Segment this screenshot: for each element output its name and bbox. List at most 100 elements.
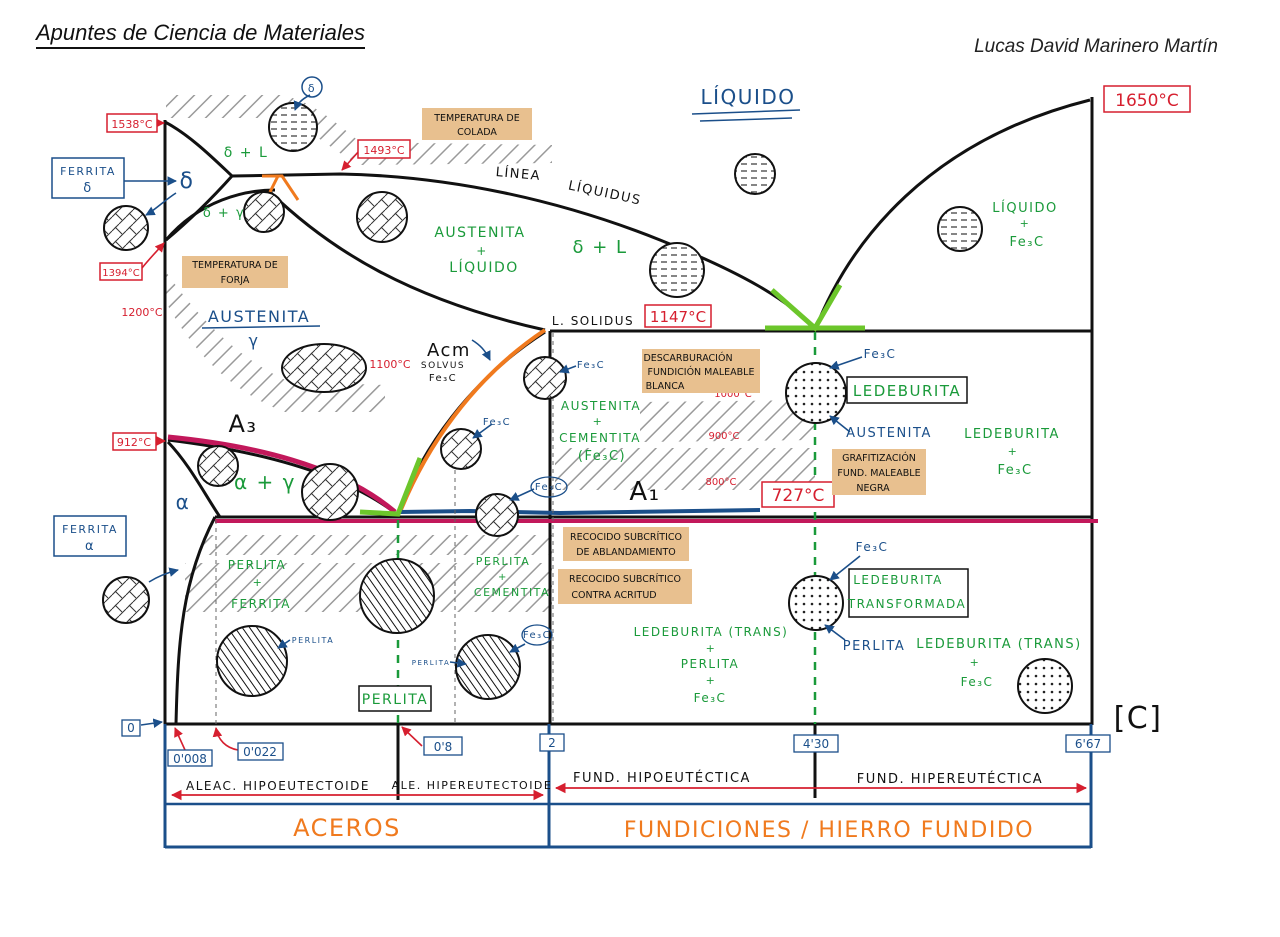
phase-ledtrans-perl-2: + [706,642,717,655]
label-l-solidus: L. SOLIDUS [552,314,634,328]
temperature-labels: 1538°C 1493°C 1394°C 1200°C 1147°C 1100°… [99,85,1191,508]
phase-ledtrans-perl-5: Fe₃C [694,691,727,705]
micro-acm [440,428,482,470]
phase-aus-cem-2: + [593,415,604,428]
tag-grafit-bg [832,449,926,495]
box-c2 [539,733,565,752]
micro-austenita [281,343,367,393]
box-727 [761,481,835,508]
tag-descarb-1: DESCARBURACIÓN [643,352,732,364]
line-liquidus-right [813,98,1091,331]
label-perlita-box: PERLITA [362,692,429,708]
micro-ferrita-delta [103,205,149,251]
phase-alpha-gamma: α + γ [234,470,296,494]
ledeburita-box [846,376,968,404]
arrow-0008 [174,727,186,751]
line-a3-left [166,440,222,518]
label-900: 900°C [708,431,739,442]
arrow-perlita-1 [277,639,291,649]
label-solvus-1: SOLVUS [421,361,465,371]
band-forja [166,272,385,412]
hatched-bands [166,95,815,612]
arrow-ledeb-fe3c [829,356,863,370]
phase-ledeb-fe3c-2: + [1008,445,1019,458]
arrow-fe3c-1 [559,364,577,374]
label-delta: δ [180,169,195,194]
blue-labels: LÍQUIDO δ AUSTENITA γ α Fe₃C Fe₃C Fe₃C F… [51,76,932,667]
label-hipoeutectoide: ALEAC. HIPOEUTECTOIDE [186,779,370,793]
arrow-fe3c-3 [509,488,535,501]
label-solvus-2: Fe₃C [429,373,457,384]
box-c0008 [167,749,213,767]
procedure-tags: TEMPERATURA DE COLADA TEMPERATURA DE FOR… [182,108,926,604]
phase-perl-ferr-3: FERRITA [231,597,291,611]
box-c430 [793,734,839,753]
ledeb-trans-box [848,568,969,618]
label-1650: 1650°C [1115,91,1179,111]
boxed-labels: LEDEBURITA LEDEBURITA TRANSFORMADA PERLI… [358,376,969,712]
band-1000 [640,400,815,442]
label-fe3c-5: Fe₃C [856,540,889,554]
classification-labels: ALEAC. HIPOEUTECTOIDE ALE. HIPEREUTECTOI… [186,770,1043,843]
tag-acritud-bg [558,569,692,604]
micro-delta-gamma [243,191,285,233]
phase-perl-ferr-1: PERLITA [228,558,287,572]
phase-perl-cem-3: CEMENTITA [474,586,550,599]
micro-perl-cem [455,634,521,700]
page-title: Apuntes de Ciencia de Materiales [36,20,365,49]
phase-liq-fe3c-2: + [1020,217,1031,230]
phase-aus-liq-1: AUSTENITA [434,225,525,241]
label-1147: 1147°C [650,308,706,326]
phase-ledtrans-fe3c-3: Fe₃C [961,675,994,689]
label-fe3c-1: Fe₃C [577,360,605,371]
micro-ferrita-alpha [102,576,150,624]
label-1538: 1538°C [111,118,152,131]
label-c0008: 0'008 [173,752,207,766]
phase-aus-cem-4: (Fe₃C) [578,449,626,464]
arrow-08 [401,726,423,747]
label-ferrita-delta-1: FERRITA [60,165,116,178]
tag-colada-2: COLADA [457,127,497,138]
arrow-fe3c-4 [509,643,526,653]
tag-forja-bg [182,256,288,288]
fe3c-ring-2 [521,624,553,646]
label-fund-hiper: FUND. HIPEREUTÉCTICA [857,771,1043,787]
arrow-fe3c-2 [472,423,493,439]
liquido-underline-2 [699,117,793,122]
label-perlita-small2: PERLITA [412,659,451,667]
phase-aus-cem-1: AUSTENITA [561,399,641,413]
phase-delta-gamma: δ + γ [203,206,245,221]
micro-liquido [734,153,776,195]
line-ferrite-solvus [174,516,217,725]
band-900 [555,448,815,490]
line-delta-top [164,120,234,178]
arrow-acm [471,339,491,361]
box-c667 [1065,734,1111,753]
label-fe3c-2: Fe₃C [483,417,511,428]
phase-aus-cem-3: CEMENTITA [559,431,641,445]
phase-ledtrans-perl-1: LEDEBURITA (TRANS) [634,625,789,639]
phase-ledtrans-fe3c-2: + [970,656,981,669]
tag-colada-bg [422,108,532,140]
label-1493: 1493°C [363,144,404,157]
arrow-ferrita-delta-2 [145,192,177,216]
label-ledeb-trans-2: TRANSFORMADA [847,597,966,611]
tag-ablan-1: RECOCIDO SUBCRÍTICO [570,531,682,543]
tag-forja-1: TEMPERATURA DE [191,260,278,271]
arrow-1394 [141,242,165,269]
phase-labels: δ + L δ + γ AUSTENITA + LÍQUIDO δ + L LÍ… [203,145,1080,705]
bottom-ranges [163,724,1093,849]
line-delta-gamma [164,188,276,241]
line-solidus [268,190,546,332]
arrow-fe3c-5 [829,555,861,581]
fe3c-ring [530,476,568,498]
label-linea: LÍNEA [495,164,542,184]
label-perlita-ledeb: PERLITA [843,639,906,654]
band-colada [166,95,552,165]
label-gamma: γ [249,331,260,350]
box-1538 [106,113,158,133]
author-name: Lucas David Marinero Martín [974,36,1218,57]
label-austenita-ledeb: AUSTENITA [846,426,932,441]
label-ledeburita: LEDEBURITA [853,382,961,400]
